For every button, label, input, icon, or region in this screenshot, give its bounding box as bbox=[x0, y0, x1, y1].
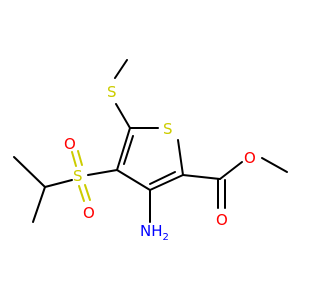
bond-carbonyl-c-ester-o bbox=[219, 161, 243, 180]
atom-o-sulfonyl-top: O bbox=[64, 135, 76, 153]
atom-s-sulfonyl: S bbox=[73, 167, 83, 185]
bond-c2-c3-inner bbox=[149, 171, 176, 185]
bond-s1-c2 bbox=[177, 139, 184, 176]
bond-c4-c5 bbox=[116, 127, 131, 171]
bond-s-methylthio-c5 bbox=[115, 103, 131, 129]
amine-subscript: 2 bbox=[163, 232, 169, 243]
bond-s-o-top-b bbox=[77, 150, 83, 166]
bond-s-o-bottom-a bbox=[78, 185, 85, 202]
molecule-structure: S S S O O O O NH2 bbox=[0, 0, 300, 300]
atom-s-ring: S bbox=[163, 120, 173, 138]
atom-amine: NH2 bbox=[140, 222, 169, 243]
bond-s-o-top-a bbox=[71, 151, 77, 167]
bond-methyl-s bbox=[114, 59, 128, 79]
atom-o-ester: O bbox=[244, 149, 256, 167]
bond-s-o-bottom-b bbox=[84, 184, 91, 201]
atom-o-carbonyl: O bbox=[216, 211, 228, 229]
bond-c4-c5-inner bbox=[123, 135, 134, 165]
atom-o-sulfonyl-bottom: O bbox=[83, 204, 95, 222]
bond-ch-ch3-bottom bbox=[32, 186, 46, 223]
bond-c4-s-sulfonyl bbox=[87, 169, 118, 176]
bond-ch-ch3-top bbox=[13, 156, 46, 188]
bond-ester-o-methyl bbox=[261, 157, 288, 173]
atom-s-methylthio: S bbox=[107, 83, 117, 101]
background bbox=[0, 0, 300, 300]
amine-label: NH bbox=[140, 222, 163, 240]
bond-c2-carbonyl-c bbox=[182, 174, 221, 180]
bond-c3-c4 bbox=[116, 169, 151, 191]
bond-s-ch bbox=[44, 179, 73, 188]
bond-c2-c3 bbox=[149, 174, 184, 191]
